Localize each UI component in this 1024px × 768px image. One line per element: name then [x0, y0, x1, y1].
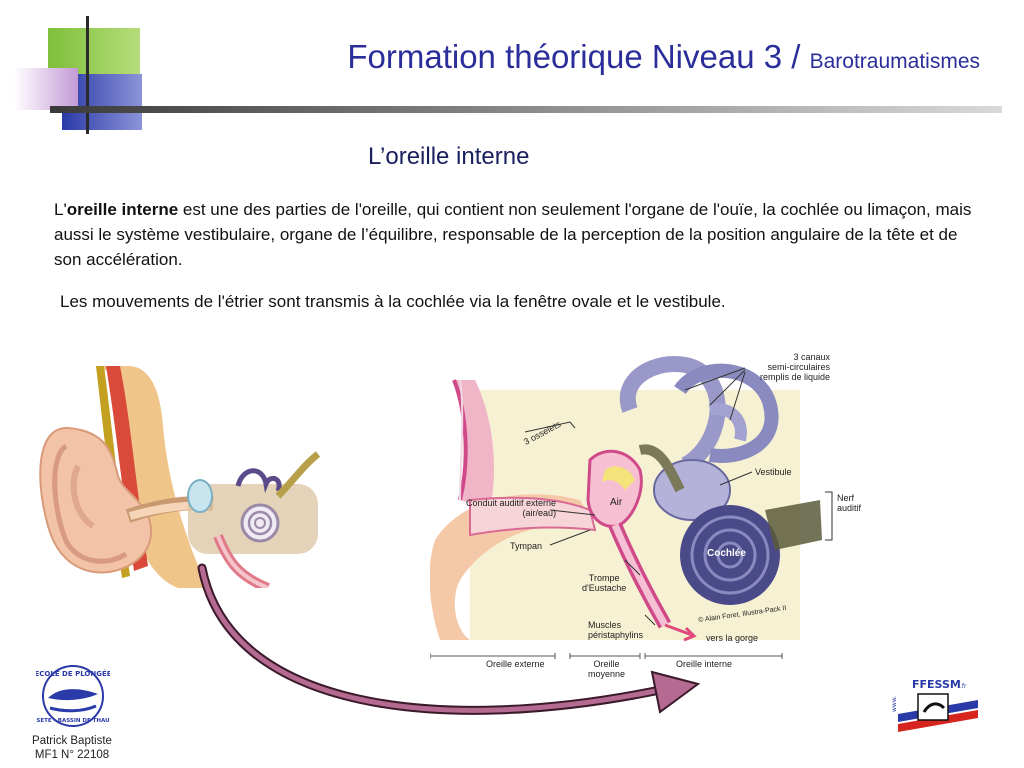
author-id: MF1 N° 22108 [34, 749, 110, 761]
label-oreille: Oreille [593, 659, 620, 669]
label-cochlee: Cochlée [707, 548, 746, 559]
logo-bottom-text: SETE - BASSIN DE THAU [36, 718, 109, 724]
inner-ear-drawing [430, 355, 833, 659]
ffessm-suffix: .fr [960, 683, 967, 690]
title-sub: Barotraumatismes [809, 50, 980, 73]
label-nerf: Nerf [837, 493, 855, 503]
author-block: Patrick Baptiste MF1 N° 22108 [22, 734, 122, 762]
header-vertical-line [86, 16, 89, 134]
label-conduit-block: Conduit auditif externe (air/eau) [466, 498, 556, 518]
ffessm-logo: FFESSM .fr www. [891, 678, 978, 732]
slide-title: Formation théorique Niveau 3 / Barotraum… [300, 38, 980, 76]
label-nerf-block: Nerf auditif [837, 493, 861, 513]
logo-top-text: ECOLE DE PLONGÉE [36, 669, 110, 678]
section-title: L’oreille interne [368, 143, 530, 170]
para-bold-term: oreille interne [66, 200, 179, 219]
label-oreille-externe: Oreille externe [486, 659, 545, 669]
para-rest: est une des parties de l'oreille, qui co… [54, 200, 972, 269]
label-remplis: remplis de liquide [760, 372, 831, 382]
para-prefix: L' [54, 200, 67, 219]
label-moyenne: moyenne [588, 669, 626, 679]
label-semi: semi-circulaires [767, 362, 831, 372]
logo-mid-text: ODYSSÉE [55, 699, 91, 708]
intro-paragraph: L'oreille interne est une des parties de… [54, 197, 984, 272]
label-oreille-moyenne-block: Oreille moyenne [588, 659, 625, 679]
header-divider [50, 106, 1002, 113]
header-pink-square [14, 68, 78, 110]
label-conduit: Conduit auditif externe [466, 498, 557, 508]
label-gorge: vers la gorge [706, 633, 759, 643]
label-tympan: Tympan [510, 541, 543, 551]
label-vestibule: Vestibule [755, 467, 792, 477]
label-canaux: 3 canaux [793, 352, 831, 362]
title-main: Formation théorique Niveau 3 / [347, 38, 810, 75]
label-auditif: auditif [837, 503, 862, 513]
label-eustache: d'Eustache [582, 583, 627, 593]
label-canaux-block: 3 canaux semi-circulaires remplis de liq… [760, 352, 830, 382]
label-conduit-sub: (air/eau) [522, 508, 557, 518]
ffessm-text: FFESSM [912, 678, 961, 691]
stirrup-paragraph: Les mouvements de l'étrier sont transmis… [60, 292, 726, 311]
label-muscles: Muscles [588, 620, 622, 630]
ffessm-side: www. [891, 696, 898, 712]
outer-ear-illustration [39, 366, 321, 588]
label-peristaphylins: péristaphylins [588, 630, 644, 640]
inner-ear-diagram: 3 canaux semi-circulaires remplis de liq… [430, 350, 861, 680]
odyssee-logo: ECOLE DE PLONGÉE ODYSSÉE SETE - BASSIN D… [36, 665, 110, 727]
label-trompe-block: Trompe d'Eustache [582, 573, 626, 593]
curved-arrow [197, 563, 701, 715]
label-trompe: Trompe [588, 573, 620, 583]
label-air: Air [610, 497, 623, 508]
label-muscles-block: Muscles péristaphylins [588, 620, 643, 640]
author-name: Patrick Baptiste [32, 735, 112, 747]
label-oreille-interne: Oreille interne [676, 659, 733, 669]
